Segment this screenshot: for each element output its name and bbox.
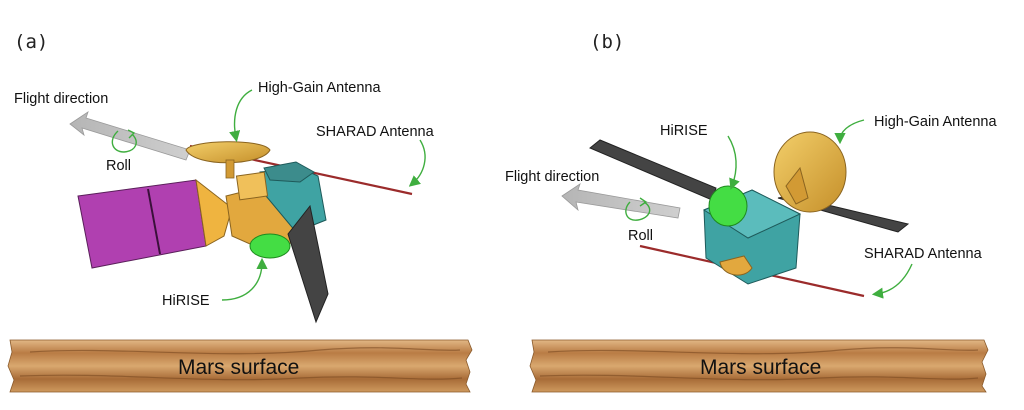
sharad-antenna-label-a: SHARAD Antenna (316, 124, 435, 140)
callout-hirise-a (221, 257, 268, 301)
hirise-camera-b (708, 185, 748, 227)
callout-sharad-a (408, 139, 426, 187)
hirise-camera-a (249, 233, 291, 259)
high-gain-antenna-dish-a (185, 141, 271, 179)
mars-surface-b: Mars surface (529, 339, 989, 393)
mars-surface-label-a: Mars surface (178, 356, 299, 379)
dark-solar-panel-a (287, 204, 329, 324)
flight-direction-label-b: Flight direction (505, 169, 599, 185)
dark-solar-panel-left-b (589, 139, 717, 201)
mars-surface-a: Mars surface (7, 339, 473, 393)
panel-a-tag: (a) (14, 31, 48, 53)
panel-a: (a) Flight direction Roll (7, 31, 473, 393)
flight-direction-arrow-a (69, 111, 191, 161)
hirise-label-b: HiRISE (660, 123, 708, 139)
roll-label-a: Roll (106, 158, 131, 174)
solar-array-a (77, 178, 233, 269)
panel-b-tag: (b) (590, 31, 624, 53)
high-gain-antenna-label-a: High-Gain Antenna (258, 80, 381, 96)
hirise-label-a: HiRISE (162, 293, 210, 309)
callout-hirise-b (727, 135, 740, 190)
high-gain-antenna-label-b: High-Gain Antenna (874, 114, 997, 130)
panel-b: (b) Flight direction Roll (505, 31, 997, 393)
flight-direction-arrow-b (561, 183, 681, 219)
callout-sharad-b (871, 263, 913, 299)
flight-direction-label-a: Flight direction (14, 91, 108, 107)
roll-icon-b (625, 197, 651, 221)
high-gain-antenna-dish-b (773, 131, 847, 213)
callout-hga-b (834, 119, 865, 145)
sharad-antenna-label-b: SHARAD Antenna (864, 246, 983, 262)
mars-surface-label-b: Mars surface (700, 356, 821, 379)
roll-icon-a (111, 129, 137, 153)
callout-hga-a (229, 89, 253, 143)
roll-label-b: Roll (628, 228, 653, 244)
